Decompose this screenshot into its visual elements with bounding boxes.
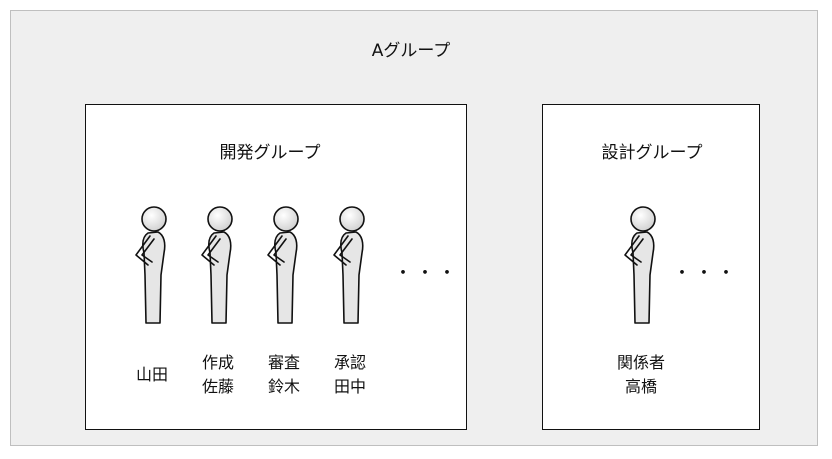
member-name: 作成 佐藤 bbox=[201, 353, 235, 396]
member-name: 山田 bbox=[135, 365, 169, 384]
more-members-ellipsis: ・・・ bbox=[673, 263, 739, 284]
outer-group-a: Aグループ 開発グループ ・・・ 山田 作成 佐藤 審査 鈴木 承認 田中 設計… bbox=[10, 10, 818, 446]
more-members-ellipsis: ・・・ bbox=[394, 263, 460, 284]
outer-group-title: Aグループ bbox=[371, 41, 451, 61]
group-design-title: 設計グループ bbox=[601, 143, 703, 163]
person-icon bbox=[324, 205, 374, 325]
member-name: 承認 田中 bbox=[333, 353, 367, 396]
member-name: 関係者 高橋 bbox=[616, 353, 666, 396]
member-name: 審査 鈴木 bbox=[267, 353, 301, 396]
person-icon bbox=[615, 205, 665, 325]
person-icon bbox=[258, 205, 308, 325]
person-icon bbox=[192, 205, 242, 325]
group-development-title: 開発グループ bbox=[219, 143, 321, 163]
group-design: 設計グループ ・・・ 関係者 高橋 bbox=[542, 104, 760, 430]
person-icon bbox=[126, 205, 176, 325]
group-development: 開発グループ ・・・ 山田 作成 佐藤 審査 鈴木 承認 田中 bbox=[85, 104, 467, 430]
